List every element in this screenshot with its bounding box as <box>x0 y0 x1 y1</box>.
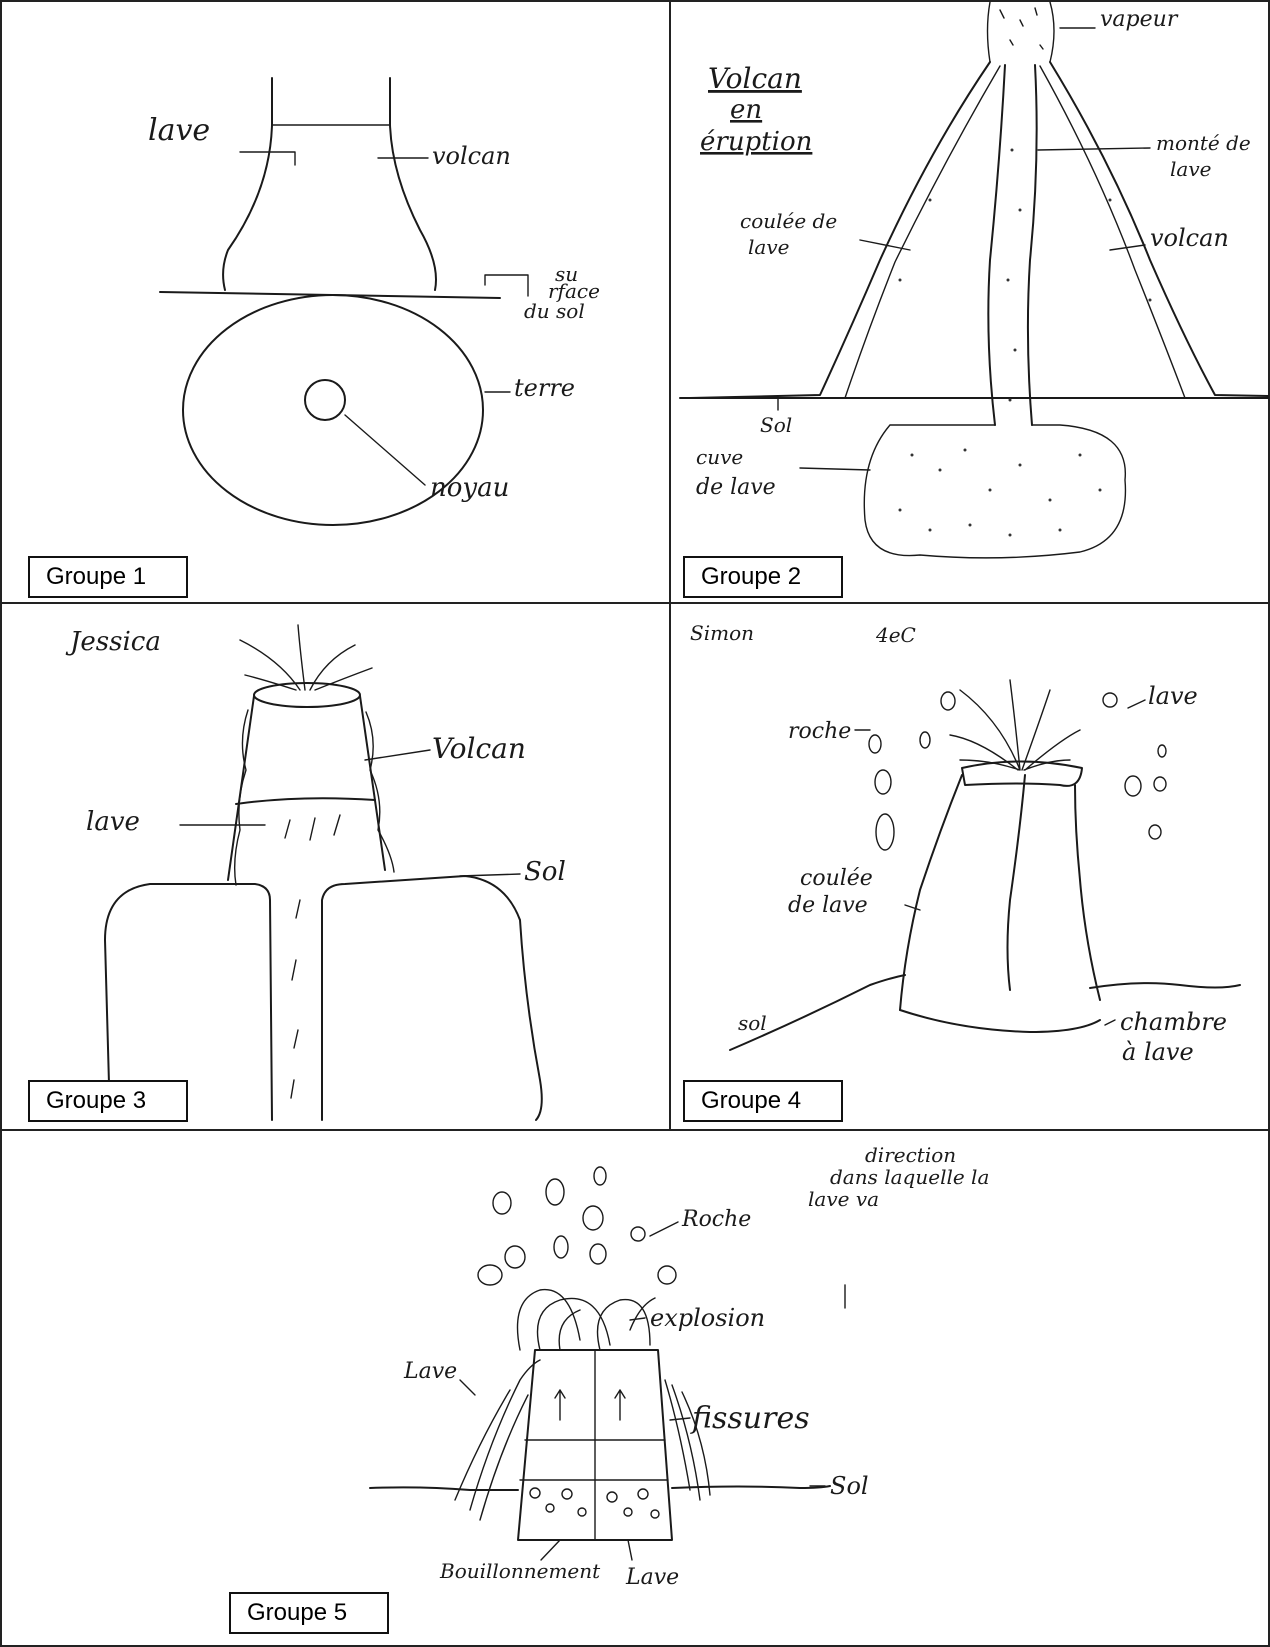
panel5-label-lave1: Lave <box>403 1359 457 1384</box>
panel1-label-terre: terre <box>514 374 575 402</box>
group-label-1: Groupe 1 <box>28 556 188 598</box>
panel2-label-sol: Sol <box>760 413 792 437</box>
panel3-author: Jessica <box>65 627 161 657</box>
panel2-title-line1: Volcan <box>708 62 802 95</box>
panel5-label-lave-va: lave va <box>808 1187 879 1211</box>
group-label-4: Groupe 4 <box>683 1080 843 1122</box>
panel4-class: 4eC <box>875 623 916 647</box>
panel4-label-alave: à lave <box>1122 1038 1194 1066</box>
panel2-label-delave: de lave <box>696 475 776 500</box>
panel2-title-line2: en <box>730 95 762 125</box>
panel5-label-fissures: fissures <box>690 1401 810 1436</box>
panel1-label-lave: lave <box>148 113 210 148</box>
panel4-label-coulee: coulée <box>800 866 873 891</box>
panel3-label-sol: Sol <box>524 857 566 887</box>
panel5-label-explosion: explosion <box>650 1304 765 1332</box>
panel5-label-direction: direction <box>865 1143 956 1167</box>
panel3-label-volcan: Volcan <box>432 732 526 765</box>
panel4-author: Simon <box>690 621 754 645</box>
panel2-label-volcan: volcan <box>1150 224 1229 252</box>
panel4-label-delave: de lave <box>788 893 868 918</box>
panel5-label-dans-laquelle: dans laquelle la <box>830 1165 989 1189</box>
panel2-label-cuve: cuve <box>696 445 743 469</box>
panel2-label-monte: monté de <box>1156 131 1251 155</box>
panel5-label-bouillonnement: Bouillonnement <box>439 1559 601 1583</box>
group-label-2: Groupe 2 <box>683 556 843 598</box>
panel2-label-lave2: lave <box>748 235 789 259</box>
group-label-3: Groupe 3 <box>28 1080 188 1122</box>
panel4-label-chambre: chambre <box>1120 1008 1227 1036</box>
panel5-label-lave2: Lave <box>625 1565 679 1590</box>
panel2-title-line3: éruption <box>700 127 812 157</box>
panel1-label-dusol: du sol <box>524 299 585 323</box>
panel2-label-vapeur: vapeur <box>1100 7 1179 32</box>
panel4-label-lave: lave <box>1148 682 1198 710</box>
panel2-label-lave1: lave <box>1170 157 1211 181</box>
panel3-label-lave: lave <box>86 807 140 837</box>
panel5-label-sol: Sol <box>830 1472 869 1500</box>
group-label-5: Groupe 5 <box>229 1592 389 1634</box>
panel4-label-roche: roche <box>788 719 851 744</box>
panel5-label-roche: Roche <box>681 1207 751 1232</box>
panel2-label-coulee: coulée de <box>740 209 837 233</box>
panel-3-sketch <box>105 625 542 1120</box>
panel1-label-volcan: volcan <box>432 142 511 170</box>
panel1-label-noyau: noyau <box>430 473 509 503</box>
panel4-label-sol: sol <box>738 1011 767 1035</box>
